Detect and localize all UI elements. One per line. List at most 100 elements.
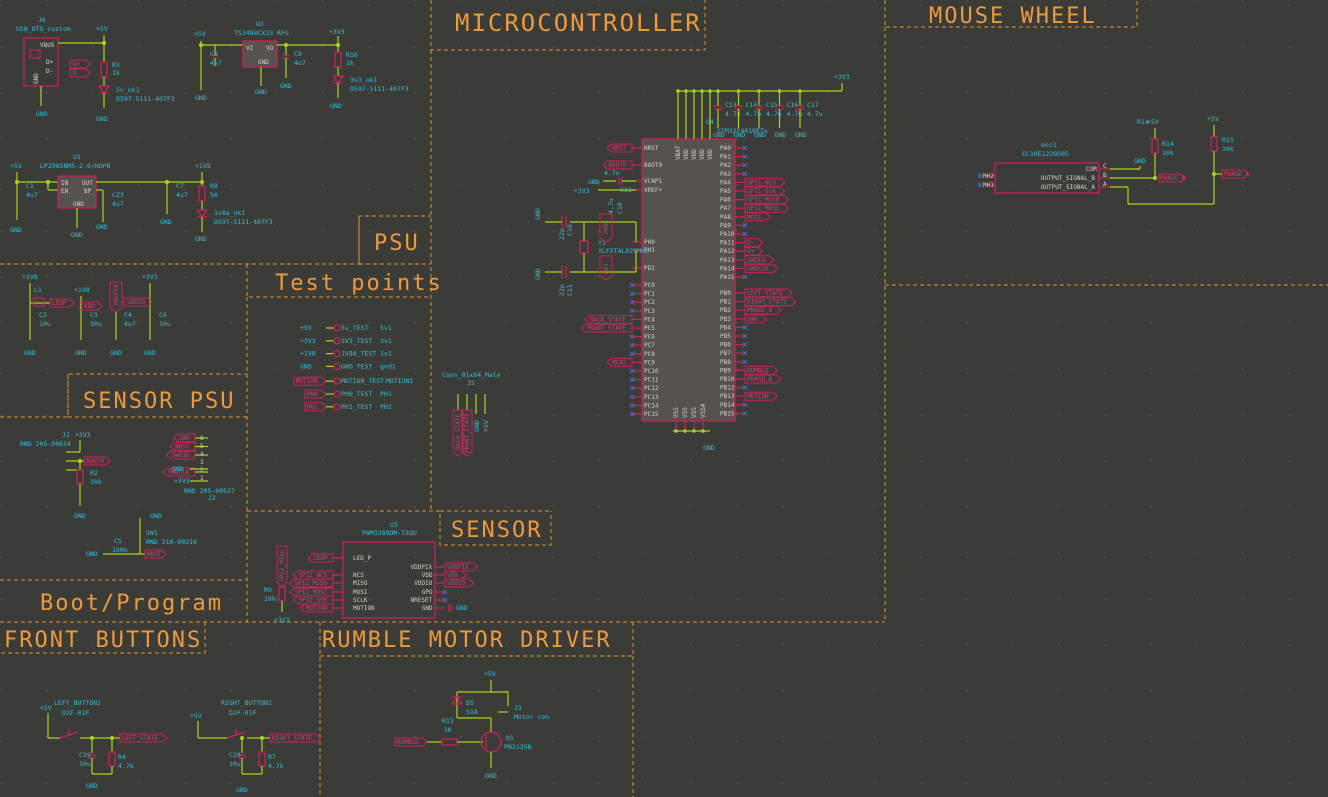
enc1-value: EC10E1220505 bbox=[1022, 150, 1069, 158]
tp-id: PH1 bbox=[380, 390, 392, 398]
j1-ref: J1 bbox=[62, 431, 70, 439]
mcu-right-pin: PB9 bbox=[720, 367, 731, 374]
tp-circle[interactable] bbox=[333, 362, 341, 370]
gnd-label: GND bbox=[280, 82, 292, 90]
mcu-right-netlabel: MOTION bbox=[747, 393, 769, 400]
sensor-psu-circuit[interactable]: +1V8 +1V8 +3V3 L1 LEDP VDD VDDPIX VDDIO … bbox=[22, 273, 171, 357]
r3-value: 1k bbox=[112, 69, 120, 77]
mcu-right-pin: PA12 bbox=[720, 248, 735, 255]
swd-netlabel: SWO bbox=[179, 435, 190, 442]
sensor-left-netlabel: SPI2_MISO bbox=[295, 580, 328, 587]
c4-ref: C4 bbox=[124, 311, 132, 319]
r15-ref: R15 bbox=[1222, 136, 1234, 144]
u1-en-pin: EN bbox=[61, 188, 69, 195]
front-buttons-circuit[interactable]: LEFT_BUTTON1D2F-01F+5VC1910uR44.7kGNDLEF… bbox=[40, 699, 322, 794]
junction-dot bbox=[798, 89, 802, 93]
led1v8-ref: 1v8a_ok1 bbox=[214, 209, 245, 217]
nc-marker-b bbox=[742, 411, 748, 416]
tp-net-label: +5V bbox=[300, 324, 312, 332]
mcu-right-netlabel-shape bbox=[744, 374, 782, 384]
mcu-right-netlabel-shape bbox=[744, 365, 778, 375]
u2-gnd-pin: GND bbox=[258, 59, 269, 66]
j6-ref: J6 bbox=[38, 16, 46, 24]
gnd-label: GND bbox=[150, 512, 162, 520]
mcu-right-pin: PA3 bbox=[720, 171, 731, 178]
mcu-left-pin: BOOT0 bbox=[644, 162, 662, 169]
mcu-left-pin: PC11 bbox=[644, 377, 659, 384]
tp-net-label: PH1 bbox=[307, 404, 318, 411]
nc-marker-b bbox=[629, 342, 635, 348]
nc-marker-b bbox=[742, 223, 748, 228]
nc-marker-b bbox=[977, 182, 983, 188]
cap-value: 4.7u bbox=[725, 110, 741, 118]
usb-connector-j6[interactable]: J6 USB_OTG_custom VBUS D+ D- GND GND +5V… bbox=[16, 16, 175, 123]
swd-pin-number: 1 bbox=[200, 475, 204, 482]
r2-value: 10k bbox=[90, 478, 102, 486]
u3-value: PWM3389DM-T3QU bbox=[362, 529, 417, 537]
nc-marker-b bbox=[629, 377, 635, 382]
tp-circle[interactable] bbox=[333, 324, 341, 332]
mcu-right-netlabel: D+ bbox=[747, 248, 755, 255]
j5-name: Conn_01x04_Male bbox=[442, 371, 501, 379]
cz3-value: 4u7 bbox=[112, 200, 124, 208]
mcu-left-pin: VCAP1 bbox=[644, 178, 662, 185]
boot-circuit[interactable]: J1 +3V3 RND 205-00624 BOOT0 R2 10k GND C… bbox=[20, 431, 197, 559]
sensor-left-netlabel-shape bbox=[288, 587, 334, 597]
mcu-right-pin: PB15 bbox=[720, 410, 735, 417]
tp-name: 3V3_TEST bbox=[341, 337, 372, 345]
cap-ref: C13 bbox=[725, 101, 737, 109]
c5-value: 100n bbox=[112, 546, 128, 554]
sensor-left-pin: MOTION bbox=[353, 605, 375, 612]
junction-dot bbox=[736, 89, 741, 93]
mcu-right-pin: PA13 bbox=[720, 257, 735, 264]
mcu-right-netlabel: SPI1_MOSI bbox=[747, 205, 780, 212]
sensor-right-netlabel: VDDIO bbox=[447, 580, 465, 587]
sensor-right-pin: VDD bbox=[422, 572, 433, 579]
gnd-label: GND bbox=[703, 444, 715, 452]
tp-circle[interactable] bbox=[333, 377, 341, 385]
mcu-left-netlabel-shape bbox=[584, 314, 633, 324]
mcu-left-netlabel-shape bbox=[606, 143, 633, 153]
nc-marker-b bbox=[629, 385, 635, 391]
gnd-label: GND bbox=[86, 550, 98, 558]
sensor-left-pin: SCLK bbox=[353, 597, 368, 604]
regulator-u1[interactable]: U1 LP2985NM5-2.0/NOPB +5V C1 4u7 IN EN O… bbox=[10, 153, 273, 243]
nc-marker-b bbox=[742, 359, 748, 365]
gnd-label: GND bbox=[10, 226, 22, 234]
spi2-miso-netlabel-vertical: SPI2_MISO bbox=[279, 549, 286, 582]
ph1-netlabel: PH1 bbox=[603, 263, 610, 274]
tp-circle[interactable] bbox=[333, 390, 341, 398]
mcu-left-netlabel: MCO2 bbox=[612, 359, 627, 366]
swd-pin-number: 6 bbox=[200, 435, 204, 442]
p1v8-label: +1V8 bbox=[22, 273, 38, 281]
gnd-label: GND bbox=[36, 110, 48, 118]
mcu-left-pin: PC13 bbox=[644, 394, 659, 401]
mcu-right-pin: PB0 bbox=[720, 290, 731, 297]
enc-right-pin: COM bbox=[1086, 166, 1097, 173]
mcu-left-netlabel: FRONT_STATE bbox=[586, 325, 626, 332]
sensor-left-netlabel-shape bbox=[292, 570, 334, 580]
tp-id: gnd1 bbox=[380, 362, 396, 370]
mcu-right-pin: PA8 bbox=[720, 214, 731, 221]
led3v3-ref: 3v3_ok1 bbox=[350, 76, 377, 84]
sensor-u3[interactable]: U3 PWM3389DM-T3QU LED_PLEDPNCSSPI2_NCSMI… bbox=[264, 521, 478, 624]
regulator-u2[interactable]: U2 TS3480CX33 RFG +5V VI VO GND +3V3 C8 … bbox=[194, 20, 409, 110]
led1v8-part: D597-5111-407F3 bbox=[214, 218, 273, 226]
r9-ref: R9 bbox=[264, 586, 272, 594]
tp-circle[interactable] bbox=[333, 350, 341, 358]
r14-ref-2: R14 bbox=[1162, 140, 1174, 148]
mcu-bottom-pin: VSS bbox=[673, 407, 680, 418]
rumble-driver[interactable]: +5V D5 S1A J3 Motor con RUMBLE R13 1K Q1… bbox=[394, 670, 549, 780]
mcu-right-pin: PB2 bbox=[720, 307, 731, 314]
tp-circle[interactable] bbox=[333, 337, 341, 345]
mcu-value: STM32F401RETx bbox=[717, 127, 768, 135]
tp-circle[interactable] bbox=[333, 403, 341, 411]
connector-j5[interactable]: Conn_01x04_Male J5 BACK_STATE FRONT_STAT… bbox=[442, 371, 501, 457]
mcu-right-pin: PA15 bbox=[720, 274, 735, 281]
sensor-left-pin: MOSI bbox=[353, 589, 368, 596]
